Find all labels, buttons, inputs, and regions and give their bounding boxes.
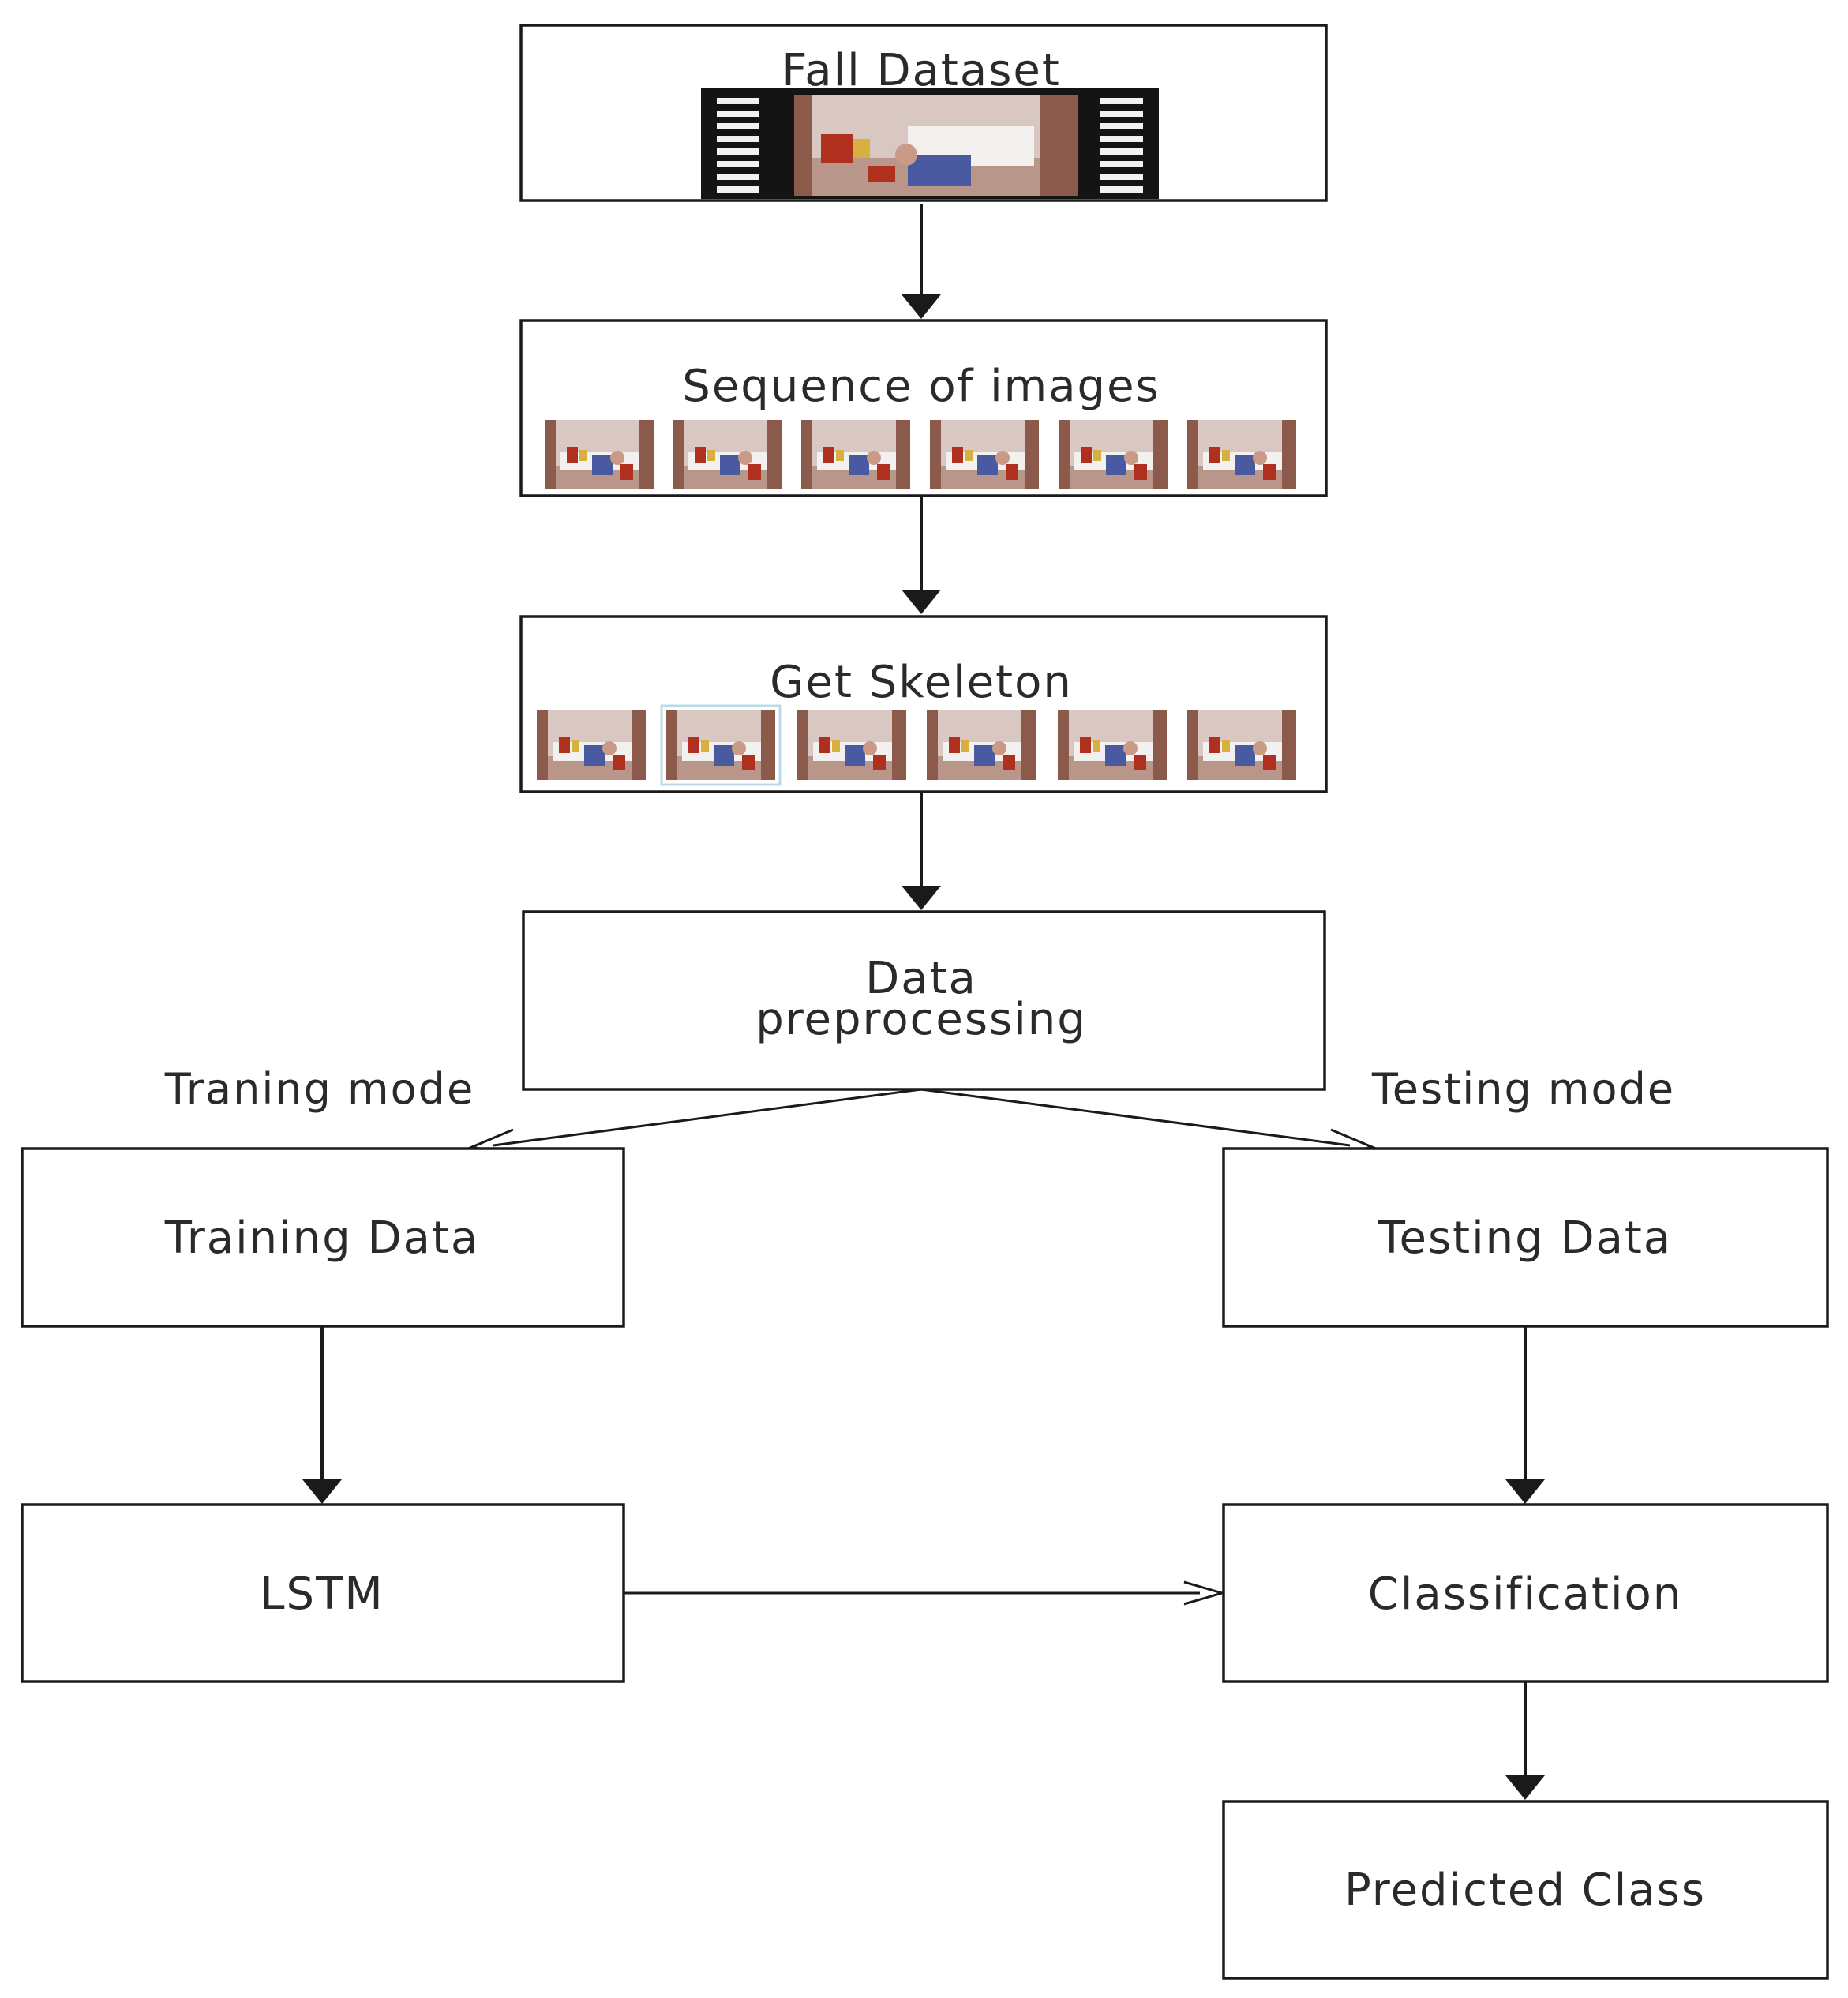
node-training-data: Training Data (21, 1147, 625, 1328)
skeleton-highlight-frame (660, 704, 782, 786)
predicted-class-label: Predicted Class (1344, 1865, 1706, 1916)
frame-thumbnail-icon (1059, 420, 1168, 489)
frame-thumbnail-icon (801, 420, 910, 489)
sequence-of-images-label: Sequence of images (682, 361, 1160, 412)
frame-thumbnail-icon (1058, 710, 1167, 780)
fall-dataset-label: Fall Dataset (782, 45, 1061, 96)
edge-preprocessing-to-training (493, 1088, 922, 1147)
film-frame-image (794, 95, 1078, 196)
arrowhead-classification (1505, 1479, 1545, 1504)
node-lstm: LSTM (21, 1503, 625, 1683)
node-fall-dataset: Fall Dataset (519, 24, 1328, 202)
frame-thumbnail-icon (545, 420, 654, 489)
data-preprocessing-label-line2: preprocessing (755, 994, 1087, 1045)
edge-preprocessing-to-testing (920, 1088, 1351, 1147)
connectors (302, 204, 1545, 1800)
frame-thumbnail-icon (666, 710, 775, 780)
arrowhead-predicted (1505, 1775, 1545, 1800)
frame-thumbnail-icon (1187, 420, 1296, 489)
frame-thumbnail-icon (797, 710, 906, 780)
get-skeleton-label: Get Skeleton (770, 657, 1073, 708)
lstm-label: LSTM (260, 1569, 384, 1620)
frame-thumbnail-icon (927, 710, 1036, 780)
testing-data-label: Testing Data (1378, 1213, 1672, 1264)
node-predicted-class: Predicted Class (1222, 1800, 1829, 1980)
arrowhead-sequence (902, 294, 941, 319)
arrowhead-lstm-classification (1183, 1580, 1227, 1606)
frame-thumbnail-icon (1187, 710, 1296, 780)
classification-label: Classification (1368, 1569, 1683, 1620)
film-strip-icon (701, 88, 1159, 199)
arrowhead-lstm (302, 1479, 342, 1504)
frame-thumbnail-icon (537, 710, 646, 780)
node-sequence-of-images: Sequence of images (519, 319, 1328, 497)
node-classification: Classification (1222, 1503, 1829, 1683)
node-get-skeleton: Get Skeleton (519, 615, 1328, 793)
data-preprocessing-label-line1: Data (865, 953, 977, 1004)
frame-thumbnail-icon (673, 420, 782, 489)
arrowhead-preprocessing (902, 886, 941, 910)
skeleton-thumbnails (537, 704, 1296, 786)
testing-mode-label: Testing mode (1371, 1064, 1675, 1114)
node-data-preprocessing: Data preprocessing (522, 910, 1326, 1091)
arrowhead-skeleton (902, 590, 941, 614)
training-mode-label: Traning mode (164, 1064, 474, 1114)
training-data-label: Training Data (164, 1213, 479, 1264)
node-testing-data: Testing Data (1222, 1147, 1829, 1328)
frame-thumbnail-icon (930, 420, 1039, 489)
